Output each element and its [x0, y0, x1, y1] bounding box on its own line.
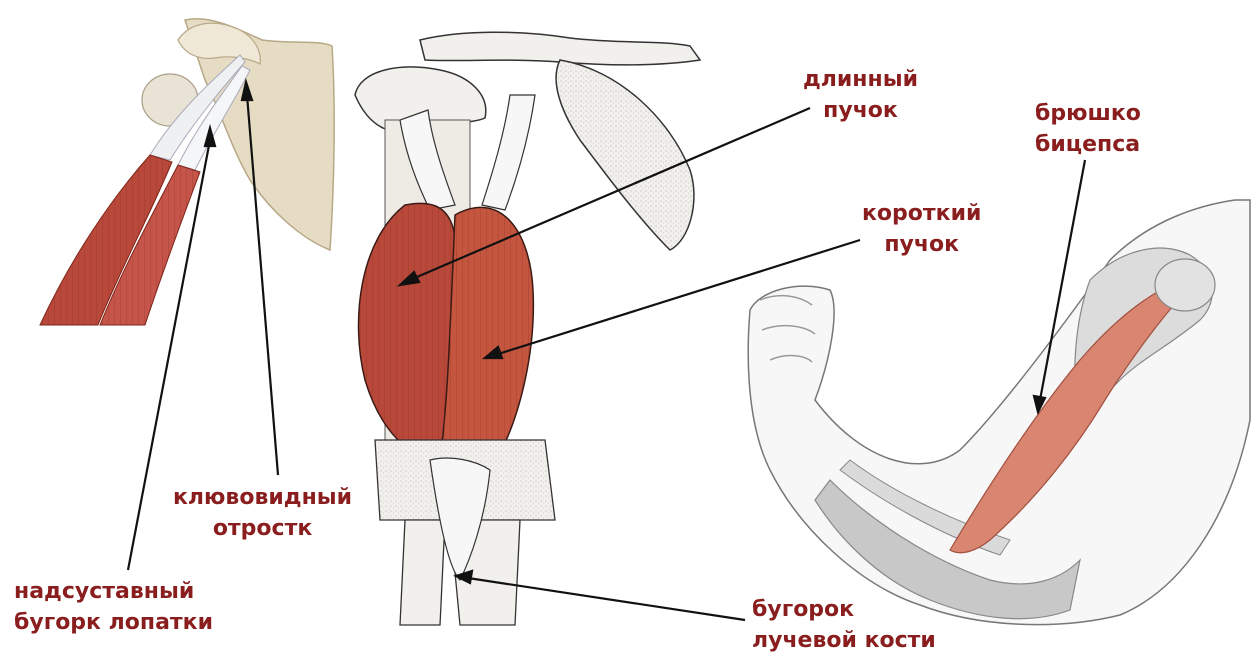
label-radial-line1: бугорок: [752, 594, 936, 625]
label-supraglenoid-line1: надсуставный: [14, 576, 213, 607]
label-short-head: короткий пучок: [862, 198, 981, 260]
label-coracoid-line1: клювовидный: [173, 482, 352, 513]
label-biceps-belly: брюшко бицепса: [1035, 98, 1141, 160]
label-short-head-line2: пучок: [862, 229, 981, 260]
shoulder-illustration: [40, 19, 334, 325]
label-radial-line2: лучевой кости: [752, 625, 936, 656]
label-long-head: длинный пучок: [803, 64, 918, 126]
label-short-head-line1: короткий: [862, 198, 981, 229]
label-coracoid-line2: отростк: [173, 513, 352, 544]
biceps-illustration: [355, 32, 700, 625]
label-supraglenoid-line2: бугорк лопатки: [14, 607, 213, 638]
flexed-arm-illustration: [748, 200, 1250, 625]
label-belly-line1: брюшко: [1035, 98, 1141, 129]
label-supraglenoid-tubercle: надсуставный бугорк лопатки: [14, 576, 213, 638]
label-long-head-line2: пучок: [803, 95, 918, 126]
label-long-head-line1: длинный: [803, 64, 918, 95]
label-radial-tuberosity: бугорок лучевой кости: [752, 594, 936, 656]
label-belly-line2: бицепса: [1035, 129, 1141, 160]
label-coracoid-process: клювовидный отростк: [173, 482, 352, 544]
